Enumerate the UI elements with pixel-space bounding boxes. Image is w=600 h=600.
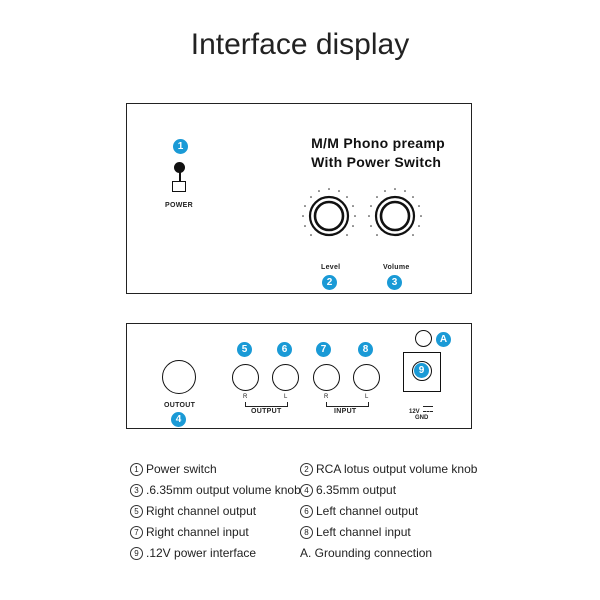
legend-number: 6 <box>300 505 313 518</box>
legend-number: 5 <box>130 505 143 518</box>
volume-knob[interactable] <box>365 186 425 246</box>
jack-635mm-output[interactable] <box>162 360 196 394</box>
legend-text: A. Grounding connection <box>300 546 433 560</box>
dc-symbol-icon <box>423 406 434 412</box>
jack-input-r[interactable] <box>313 364 340 391</box>
output-label: OUTPUT <box>251 408 282 415</box>
output-l-label: L <box>284 394 288 400</box>
power-switch-knob <box>174 162 185 173</box>
input-bracket <box>326 402 369 407</box>
legend-number: 4 <box>300 484 313 497</box>
heading-line-1: M/M Phono preamp <box>311 135 445 151</box>
legend-item: A. Grounding connection <box>300 546 432 560</box>
power-label: POWER <box>165 202 193 209</box>
badge-ground: A <box>436 332 451 347</box>
legend-number: 1 <box>130 463 143 476</box>
legend-text: Left channel input <box>316 525 411 539</box>
dc-label-12v-text: 12V <box>409 409 420 415</box>
outout-label: OUTOUT <box>164 402 196 409</box>
power-switch-body <box>172 181 186 192</box>
legend-number: 7 <box>130 526 143 539</box>
dc-socket-ring <box>412 361 432 381</box>
badge-dc: 9 <box>414 363 429 378</box>
jack-output-r[interactable] <box>232 364 259 391</box>
badge-in-r: 7 <box>316 342 331 357</box>
legend-text: .6.35mm output volume knob <box>146 483 301 497</box>
page-title: Interface display <box>190 28 410 61</box>
output-r-label: R <box>243 394 248 400</box>
product-heading: M/M Phono preamp With Power Switch <box>311 134 445 172</box>
legend-number: 2 <box>300 463 313 476</box>
power-switch-stem <box>179 172 181 181</box>
legend-text: RCA lotus output volume knob <box>316 462 478 476</box>
badge-in-l: 8 <box>358 342 373 357</box>
badge-level: 2 <box>322 275 337 290</box>
legend-text: Left channel output <box>316 504 419 518</box>
legend-item: 3.6.35mm output volume knob <box>130 483 301 497</box>
badge-outout: 4 <box>171 412 186 427</box>
volume-label: Volume <box>383 264 410 271</box>
volume-knob-ticks <box>368 188 422 236</box>
dc-label-12v: 12V <box>409 406 434 415</box>
legend-text: Power switch <box>146 462 217 476</box>
input-r-label: R <box>324 394 329 400</box>
badge-out-r: 5 <box>237 342 252 357</box>
dc-socket[interactable]: 9 <box>403 352 441 392</box>
output-bracket <box>245 402 288 407</box>
power-switch[interactable] <box>169 162 191 202</box>
front-panel: 1 POWER M/M Phono preamp With Power Swit… <box>126 103 472 294</box>
legend-number: 8 <box>300 526 313 539</box>
legend-text: Right channel output <box>146 504 257 518</box>
level-knob[interactable] <box>299 186 359 246</box>
badge-volume: 3 <box>387 275 402 290</box>
input-label: INPUT <box>334 408 357 415</box>
legend-number: 9 <box>130 547 143 560</box>
ground-terminal[interactable] <box>415 330 432 347</box>
badge-power: 1 <box>173 139 188 154</box>
jack-output-l[interactable] <box>272 364 299 391</box>
level-knob-ticks <box>302 188 356 236</box>
dc-label-gnd: GND <box>415 415 429 421</box>
legend-text: 6.35mm output <box>316 483 397 497</box>
input-l-label: L <box>365 394 369 400</box>
legend-text: .12V power interface <box>146 546 257 560</box>
badge-out-l: 6 <box>277 342 292 357</box>
legend-item: 9.12V power interface <box>130 546 256 560</box>
jack-input-l[interactable] <box>353 364 380 391</box>
legend-number: 3 <box>130 484 143 497</box>
legend-text: Right channel input <box>146 525 249 539</box>
level-label: Level <box>321 264 341 271</box>
back-panel: OUTOUT 4 5 6 R L OUTPUT 7 8 R L INPUT A … <box>126 323 472 429</box>
heading-line-2: With Power Switch <box>311 154 442 170</box>
